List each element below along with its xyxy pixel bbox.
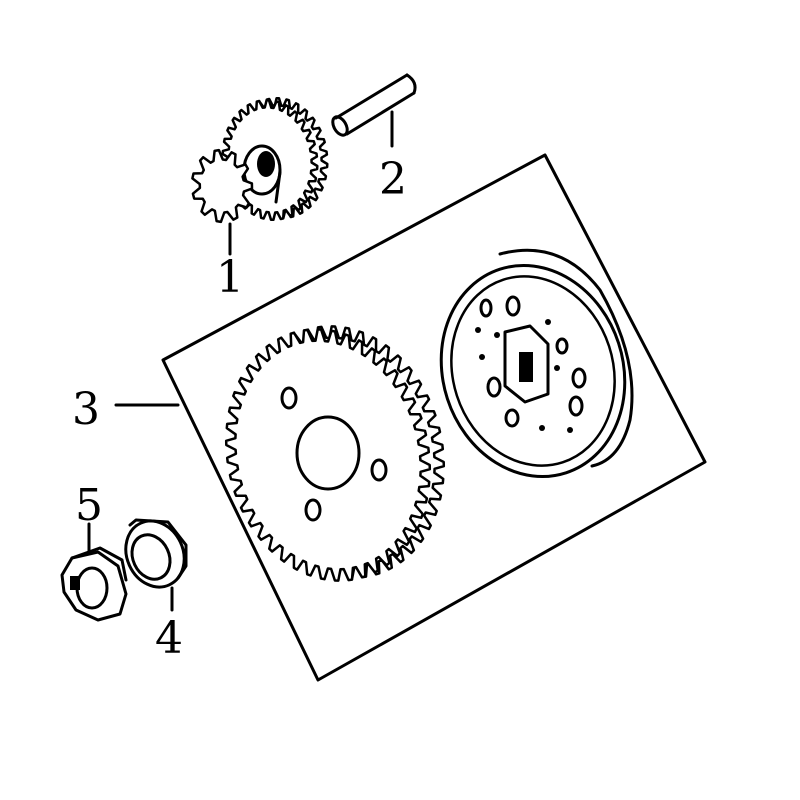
drive-gear-assembly [191, 96, 329, 224]
nut [60, 546, 128, 622]
callout-5: 5 [75, 480, 103, 531]
callout-4: 4 [155, 613, 183, 664]
gear-teeth-front [224, 328, 432, 582]
callout-1: 1 [216, 252, 244, 303]
one-way-clutch-housing [439, 248, 634, 478]
starter-clutch-assembly [224, 248, 634, 582]
gear-center-bore [295, 415, 361, 491]
leader-lines [87, 110, 394, 612]
gear-hole [370, 458, 388, 482]
washer [124, 518, 188, 589]
pinion-teeth [191, 148, 254, 224]
shaft-pin [331, 73, 417, 137]
callout-2: 2 [379, 154, 407, 205]
gear-hole [280, 386, 298, 410]
starter-driven-gear [224, 325, 446, 582]
gear-hole [304, 498, 322, 522]
small-pinion-gear [191, 148, 254, 224]
assembly-frame [161, 153, 707, 682]
callout-3: 3 [72, 384, 100, 435]
